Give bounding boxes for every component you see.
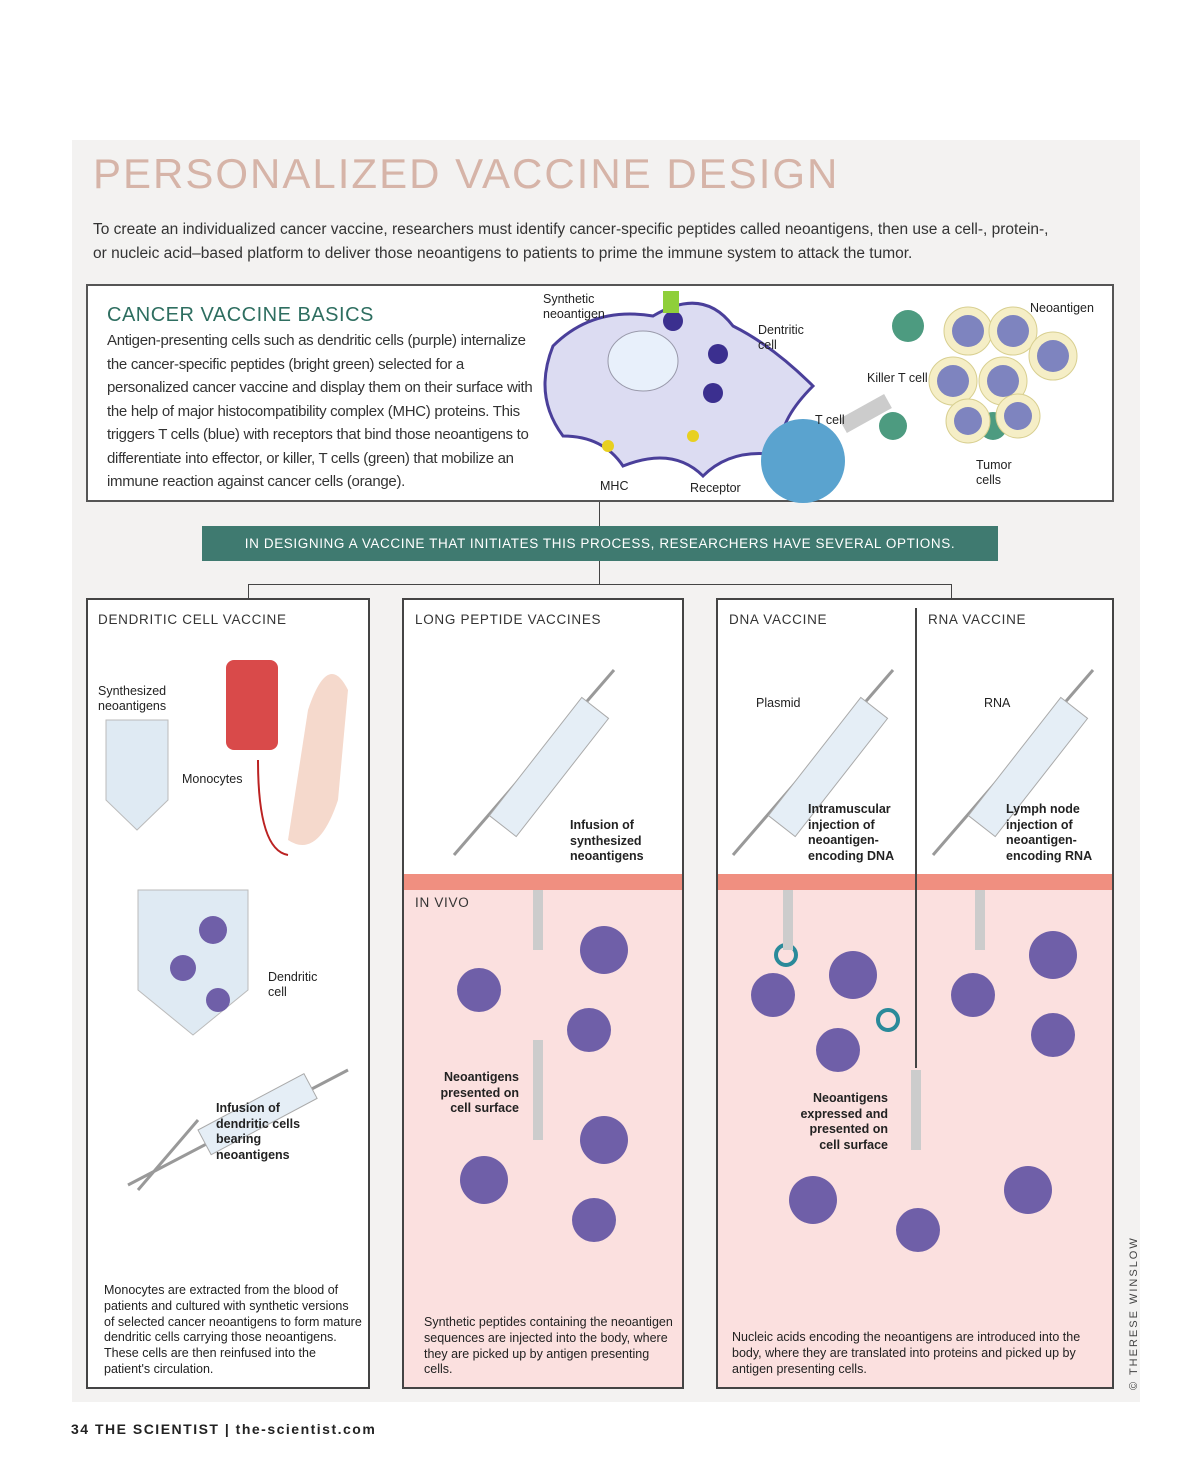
label-tumor-cells: Tumor cells [976,458,1012,487]
illustration-credit: © THERESE WINSLOW [1128,1236,1140,1390]
panel-heading: DENDRITIC CELL VACCINE [98,612,287,627]
panel-heading: LONG PEPTIDE VACCINES [415,612,602,627]
page-footer: 34 THE SCIENTIST | the-scientist.com [71,1421,377,1437]
nucleic-illustration [731,669,1095,1252]
connector-line [248,584,952,585]
intro-text: To create an individualized cancer vacci… [93,221,1049,262]
label-lymph-node-injection: Lymph node injection of neoantigen-encod… [1006,802,1093,863]
panel-nucleic-acid-vaccines: DNA VACCINE RNA VACCINE Plasmid RNA Intr… [716,598,1114,1389]
connector-line [248,584,249,598]
basics-heading: CANCER VACCINE BASICS [107,304,374,326]
label-mhc: MHC [600,479,629,493]
basics-text: Antigen-presenting cells such as dendrit… [107,332,533,490]
label-monocytes: Monocytes [182,772,243,786]
panel-long-peptide-vaccines: LONG PEPTIDE VACCINES Infusion of synthe… [402,598,684,1389]
label-infusion-peptides: Infusion of synthesized neoantigens [570,818,644,863]
label-synthetic-neoantigen: Synthetic neoantigen [543,292,605,321]
divider-line [915,608,917,1068]
peptide-illustration [452,669,628,1242]
label-neoantigen: Neoantigen [1030,301,1094,315]
connector-line [951,584,952,598]
in-vivo-label: IN VIVO [415,895,470,910]
label-dendritic-cell: Dendritic cell [268,970,318,999]
label-dendritic-cell: Dentritic cell [758,323,804,352]
label-receptor: Receptor [690,481,741,495]
label-neoantigens-expressed: Neoantigens expressed and presented on c… [800,1091,888,1152]
dendritic-description: Monocytes are extracted from the blood o… [104,1283,362,1376]
culture-illustration [105,660,349,1191]
connector-line [599,561,600,585]
label-intramuscular-injection: Intramuscular injection of neoantigen-en… [808,802,895,863]
dna-heading: DNA VACCINE [729,612,828,627]
dendritic-cell-illustration [543,291,1078,503]
label-infusion-dendritic: Infusion of dendritic cells bearing neoa… [216,1101,301,1162]
peptide-description: Synthetic peptides containing the neoant… [424,1315,673,1377]
label-rna: RNA [984,696,1011,710]
rna-heading: RNA VACCINE [928,612,1027,627]
label-neoantigens-presented: Neoantigens presented on cell surface [440,1070,520,1115]
page-title: PERSONALIZED VACCINE DESIGN [93,150,840,197]
label-killer-t-cell: Killer T cell [867,371,928,385]
label-synthesized-neoantigens: Synthesized neoantigens [98,684,167,713]
panel-dendritic-cell-vaccine: DENDRITIC CELL VACCINE Synthesized neoan… [86,598,370,1389]
skin-band [404,874,682,890]
label-plasmid: Plasmid [756,696,801,710]
nucleic-description: Nucleic acids encoding the neoantigens a… [732,1330,1081,1376]
connector-line [599,502,600,526]
cancer-vaccine-basics-box: CANCER VACCINE BASICS Antigen-presenting… [86,284,1114,503]
options-banner: IN DESIGNING A VACCINE THAT INITIATES TH… [202,526,998,561]
label-t-cell: T cell [815,413,845,427]
